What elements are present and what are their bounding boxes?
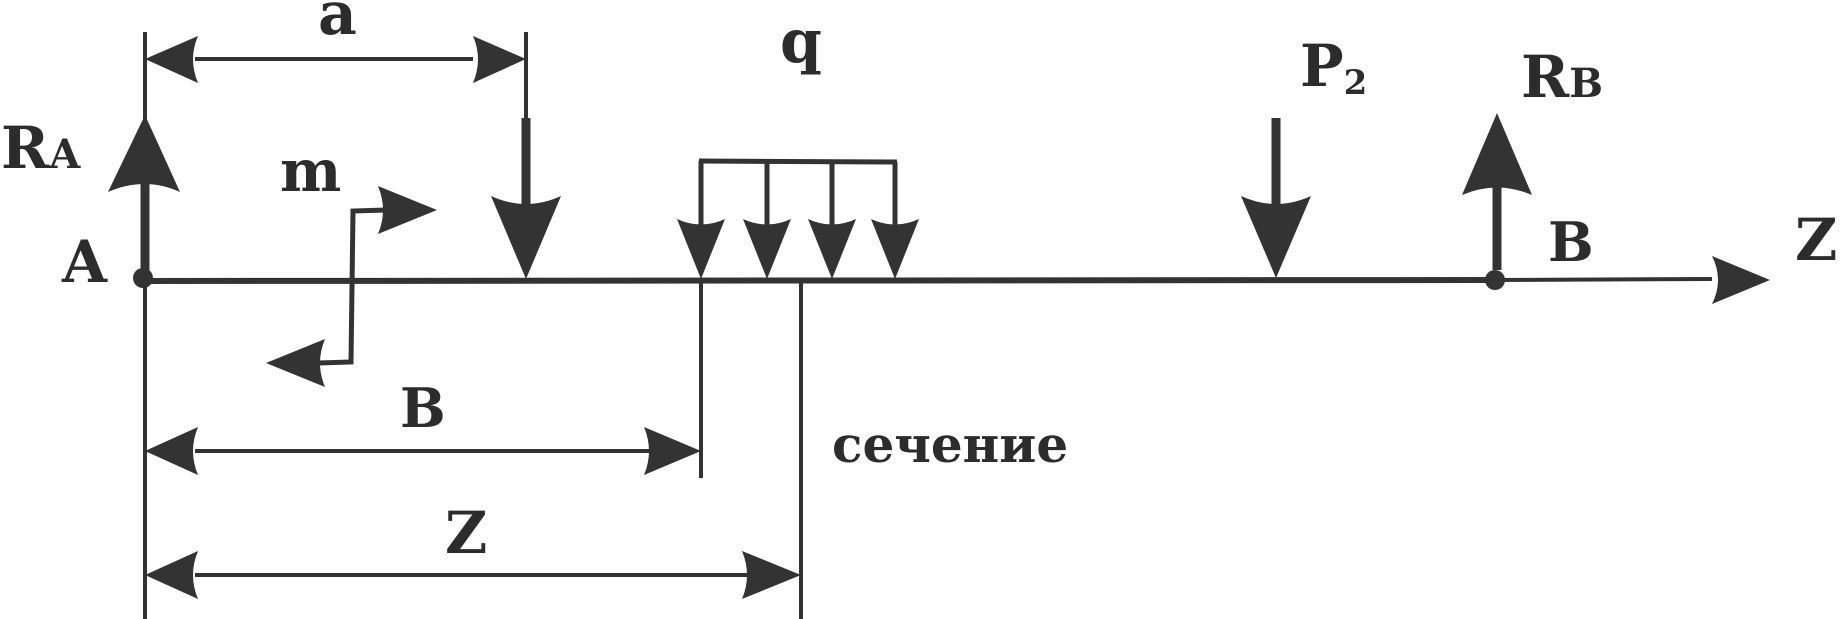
force-p1-arrowhead (491, 196, 561, 279)
reaction-ra-arrow (108, 115, 180, 270)
z-axis-extension (1494, 277, 1713, 282)
section-label: сечение (832, 415, 1068, 474)
distributed-load-q (677, 158, 919, 279)
force-p2-arrow (1241, 118, 1311, 278)
reaction-rb-arrow (1462, 113, 1532, 270)
distributed-load-arrowhead-1 (677, 219, 725, 279)
force-p2-label-subscript: 2 (1344, 63, 1368, 103)
moment-m-upper-arrowhead (378, 186, 437, 234)
dimension-z (145, 551, 801, 599)
distributed-load-arrowhead-2 (743, 219, 791, 279)
support-point-b (1485, 270, 1505, 290)
distributed-load-top-line (698, 158, 898, 165)
reaction-ra-label-main: R (1, 114, 50, 182)
dimension-b (145, 427, 701, 475)
point-a-label: A (61, 228, 108, 296)
reaction-ra-arrowhead (108, 115, 180, 192)
beam-axis (133, 256, 1770, 304)
moment-m-shaft (317, 207, 388, 366)
axis-z-label: Z (1795, 206, 1837, 274)
reaction-rb-label-subscript: B (1569, 60, 1603, 107)
dimension-z-left-arrowhead (145, 551, 198, 599)
force-p1-arrow (491, 118, 561, 279)
dimension-z-right-arrowhead (742, 551, 801, 599)
reaction-rb-label: RB (1521, 43, 1603, 111)
dimension-a-right-arrowhead (473, 36, 526, 83)
distributed-load-arrowhead-4 (871, 219, 919, 279)
force-p2-label-main: P (1300, 32, 1344, 100)
z-axis-arrowhead (1712, 256, 1770, 304)
moment-m-label: m (280, 137, 341, 205)
moment-m-lower-arrowhead (266, 339, 325, 387)
dimension-b-left-arrowhead (145, 427, 198, 475)
reaction-ra-label-subscript: A (48, 131, 81, 178)
moment-m (266, 186, 437, 387)
distributed-load-arrowhead-3 (808, 219, 856, 279)
reaction-rb-label-main: R (1521, 43, 1570, 111)
dimension-b-right-arrowhead (644, 427, 701, 475)
dimension-a (145, 36, 526, 83)
beam-line (142, 277, 1496, 284)
dimension-z-label: Z (445, 499, 487, 567)
reaction-rb-arrowhead (1462, 113, 1532, 195)
dimension-a-left-arrowhead (145, 36, 198, 83)
point-b-label: B (1548, 210, 1594, 274)
load-q-label: q (780, 7, 822, 77)
dimension-a-label: a (318, 0, 357, 49)
dimension-b-label: B (400, 376, 446, 440)
force-p2-arrowhead (1241, 196, 1311, 278)
force-p2-label: P2 (1300, 32, 1367, 103)
reaction-ra-label: RA (1, 114, 81, 182)
